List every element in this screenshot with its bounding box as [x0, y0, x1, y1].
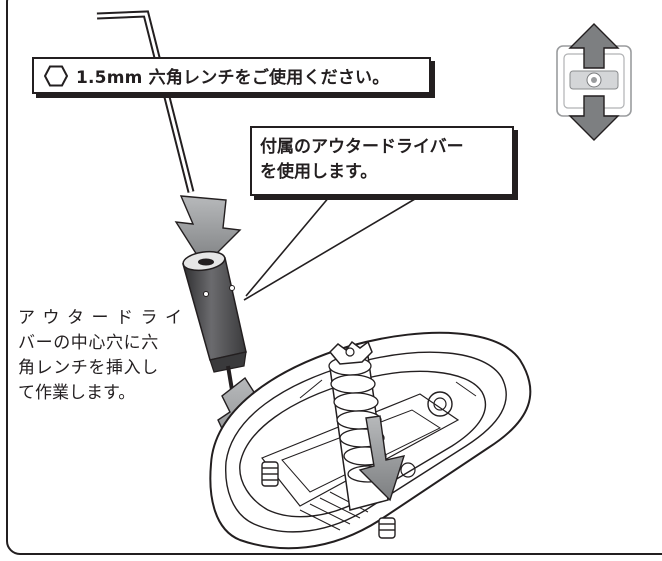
down-arrow-icon — [568, 95, 620, 141]
side-note-line: 角レンチを挿入し — [18, 358, 159, 378]
callout-pointer — [243, 195, 421, 301]
outer-driver — [182, 250, 247, 391]
side-note-line: バーの中心穴に六 — [18, 333, 159, 353]
hex-wrench-text: 1.5mm 六角レンチをご使用ください。 — [76, 68, 390, 88]
content-frame — [6, 0, 662, 555]
up-arrow-icon — [568, 23, 620, 69]
driver-callout-line: 付属のアウタードライバー — [260, 137, 464, 157]
down-arrow-icon — [358, 415, 406, 502]
hex-wrench-label: 1.5mm 六角レンチをご使用ください。 — [32, 57, 431, 94]
down-arrow-icon — [174, 195, 242, 268]
side-note-line: アウタードライ — [18, 308, 190, 328]
driver-callout-line: を使用します。 — [260, 162, 378, 182]
hex-wrench — [96, 10, 195, 193]
side-note-line: て作業します。 — [18, 383, 136, 403]
side-note: アウタードライ バーの中心穴に六 角レンチを挿入し て作業します。 — [18, 306, 198, 406]
driver-callout: 付属のアウタードライバー を使用します。 — [250, 126, 514, 196]
hexagon-icon — [44, 65, 68, 86]
